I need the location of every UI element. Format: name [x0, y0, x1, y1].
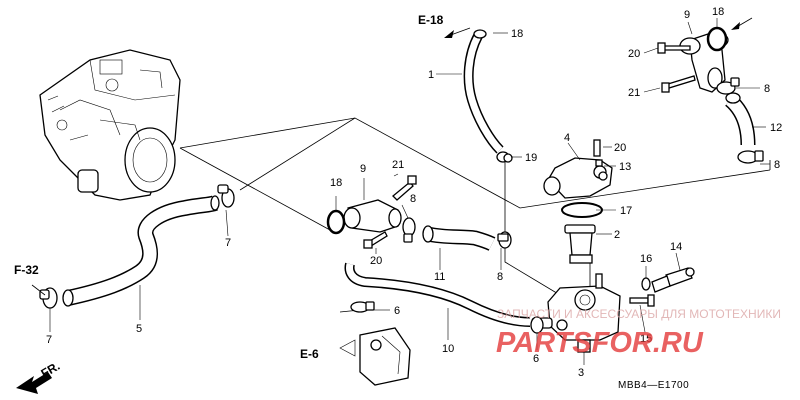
watermark-tagline: ЗАПЧАСТИ И АКСЕССУАРЫ ДЛЯ МОТОТЕХНИКИ — [497, 307, 781, 321]
washer-16 — [641, 277, 651, 291]
bolt-20-center — [363, 231, 388, 249]
callout-8-right: 8 — [774, 159, 780, 171]
hose-12 — [724, 92, 756, 146]
bolt-13 — [595, 159, 603, 167]
hose-11 — [422, 225, 496, 251]
clip-19 — [503, 153, 513, 163]
ref-e6: E-6 — [300, 347, 319, 361]
callout-4: 4 — [564, 132, 570, 144]
callout-18-top: 18 — [712, 6, 724, 18]
callout-17: 17 — [620, 205, 632, 217]
callout-13: 13 — [619, 161, 631, 173]
ref-e18: E-18 — [418, 13, 444, 27]
clamp-8-right — [737, 150, 764, 164]
callout-18-center: 18 — [330, 177, 342, 189]
callout-3: 3 — [578, 367, 584, 379]
callout-16: 16 — [640, 253, 652, 265]
watermark: ЗАПЧАСТИ И АКСЕССУАРЫ ДЛЯ МОТОТЕХНИКИ PA… — [496, 307, 781, 359]
clamp-6-top — [350, 301, 375, 313]
bolts-top-right — [657, 42, 696, 93]
ref-f32: F-32 — [14, 263, 39, 277]
arrow-e18 — [444, 27, 471, 38]
o-ring-18-top — [706, 26, 728, 52]
o-ring-18-center — [326, 209, 346, 235]
clamp-8-center — [402, 217, 416, 243]
clamp-8-hose-11 — [497, 231, 512, 249]
callout-8-top: 8 — [764, 83, 770, 95]
callout-20-top: 20 — [628, 48, 640, 60]
callout-18: 18 — [511, 28, 523, 40]
callout-21-top: 21 — [628, 87, 640, 99]
callout-2: 2 — [614, 229, 620, 241]
bolt-21-center — [392, 175, 417, 201]
callout-7-lower: 7 — [46, 334, 52, 346]
callout-7-upper: 7 — [225, 237, 231, 249]
arrow-f32 — [31, 284, 46, 296]
callout-20-center: 20 — [370, 255, 382, 267]
arrow-top-right — [731, 17, 753, 30]
bracket-e6 — [339, 327, 411, 386]
hose-5 — [62, 195, 220, 307]
callout-12: 12 — [770, 122, 782, 134]
engine-block-drawing — [39, 49, 181, 201]
leader-lines — [179, 117, 771, 313]
thermostat-housing-4 — [543, 139, 613, 199]
callout-15: 15 — [640, 333, 652, 345]
callout-1: 1 — [428, 69, 434, 81]
watermark-logo: PARTSFOR.RU — [496, 327, 704, 359]
callout-8-hose: 8 — [497, 271, 503, 283]
callout-14: 14 — [670, 241, 682, 253]
clamp-7-lower — [39, 287, 58, 309]
hose-1 — [463, 29, 510, 163]
diagram-code: MBB4—E1700 — [618, 380, 689, 391]
callout-19: 19 — [525, 152, 537, 164]
callout-21-center: 21 — [392, 159, 404, 171]
callout-6-bottom: 6 — [533, 353, 539, 365]
clamp-7-upper — [217, 184, 235, 208]
clamp-8-top-right — [716, 77, 740, 95]
callout-8-center: 8 — [410, 193, 416, 205]
thermostat-2 — [564, 224, 596, 264]
front-arrow-icon — [16, 372, 52, 394]
callout-20: 20 — [614, 142, 626, 154]
callout-9-top: 9 — [684, 9, 690, 21]
callout-leaders — [49, 18, 770, 365]
callout-9-center: 9 — [360, 163, 366, 175]
callout-11: 11 — [434, 271, 445, 283]
pipe-10 — [344, 262, 531, 327]
callout-10: 10 — [442, 343, 454, 355]
temp-sensor-14 — [651, 267, 695, 293]
callout-6-top: 6 — [394, 305, 400, 317]
bolt-15 — [629, 294, 655, 307]
joint-9-center — [343, 199, 402, 233]
callout-5: 5 — [136, 323, 142, 335]
callout-labels: 1 18 19 4 20 13 17 2 3 14 16 15 9 18 20 … — [46, 6, 782, 379]
